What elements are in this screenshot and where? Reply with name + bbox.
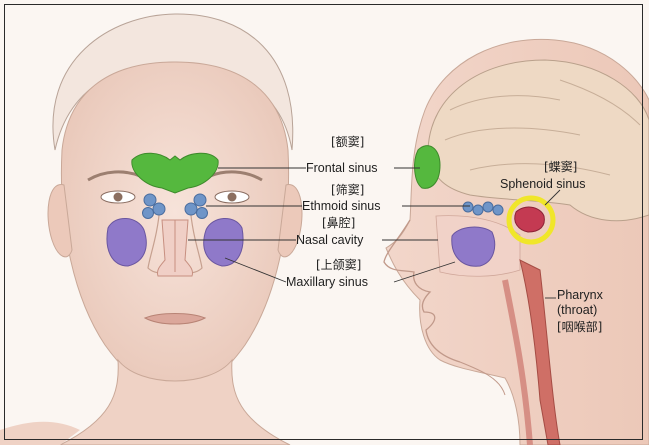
profile-frontal-sinus	[415, 146, 440, 189]
front-face	[0, 14, 302, 445]
maxillary-sinus-cn-label: [上颌窦]	[316, 258, 361, 272]
nasal-cavity-cn-label: [鼻腔]	[322, 216, 355, 230]
frontal-sinus-cn-label: [额窦]	[331, 135, 364, 149]
side-profile	[384, 39, 649, 445]
maxillary-sinus-label: Maxillary sinus	[286, 275, 368, 289]
ethmoid-sinus-cn-label: [筛窦]	[331, 183, 364, 197]
sphenoid-sinus-label: Sphenoid sinus	[500, 177, 585, 191]
pharynx-label: Pharynx	[557, 288, 603, 302]
nasal-cavity-label: Nasal cavity	[296, 233, 363, 247]
front-right-maxillary-sinus	[204, 218, 243, 266]
ethmoid-sinus-label: Ethmoid sinus	[302, 199, 381, 213]
profile-sphenoid-sinus	[515, 207, 545, 232]
frontal-sinus-label: Frontal sinus	[306, 161, 378, 175]
pharynx-throat-label: (throat)	[557, 303, 597, 317]
front-left-maxillary-sinus	[107, 218, 146, 266]
sphenoid-sinus-cn-label: [蝶窦]	[544, 160, 577, 174]
pharynx-cn-label: [咽喉部]	[557, 320, 602, 334]
